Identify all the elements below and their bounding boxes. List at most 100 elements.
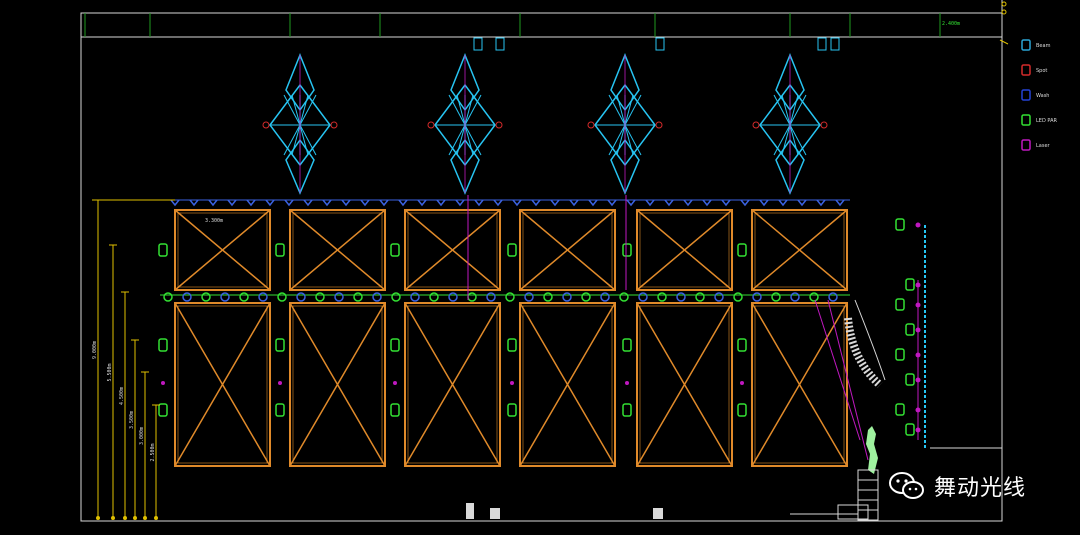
truss-bay — [289, 209, 386, 291]
wash-fixture — [683, 199, 693, 207]
par-fixture — [158, 243, 168, 257]
mid-fixture — [410, 292, 420, 302]
wash-fixture — [246, 199, 256, 207]
wash-light-icon — [1021, 89, 1031, 101]
legend-item: Beam — [1021, 39, 1051, 51]
mid-fixture — [790, 292, 800, 302]
truss-grid: 3.300m — [174, 209, 848, 467]
legend-label: LED PAR — [1036, 118, 1058, 124]
par-fixture — [895, 348, 905, 361]
watermark-text: 舞动光线 — [934, 476, 1027, 501]
wash-fixture — [740, 199, 750, 207]
wash-fixture — [607, 199, 617, 207]
wash-fixture — [531, 199, 541, 207]
wash-fixture — [436, 199, 446, 207]
side-column-fixtures — [158, 243, 747, 417]
legend-label: Laser — [1036, 143, 1051, 149]
wash-fixture — [417, 199, 427, 207]
truss-bay — [289, 302, 386, 467]
top-level-label: 2.400m — [942, 21, 960, 27]
par-fixture — [507, 403, 517, 417]
mid-pipe-fixtures — [163, 292, 838, 302]
laser-fixture — [740, 381, 744, 385]
floor-fixtures — [466, 503, 869, 520]
mid-fixture — [467, 292, 477, 302]
moving-head-fixture — [830, 37, 840, 51]
laser-fixture — [915, 222, 921, 228]
mid-fixture — [220, 292, 230, 302]
dim-label: 9.000m — [92, 341, 98, 359]
laser-fixture — [278, 381, 282, 385]
mid-fixture — [581, 292, 591, 302]
legend-item: Laser — [1021, 139, 1051, 151]
par-fixture — [895, 298, 905, 311]
par-fixture — [390, 403, 400, 417]
mid-fixture — [277, 292, 287, 302]
wash-fixture — [284, 199, 294, 207]
truss-bay — [174, 302, 271, 467]
mid-fixture — [619, 292, 629, 302]
stage-stairs — [790, 469, 879, 521]
par-fixture — [905, 373, 915, 386]
mid-fixture — [258, 292, 268, 302]
par-fixture — [275, 403, 285, 417]
mid-fixture — [486, 292, 496, 302]
dim-label: 5.500m — [107, 363, 113, 381]
wash-fixture — [759, 199, 769, 207]
diamond-truss-group — [262, 52, 828, 195]
par-fixture — [622, 338, 632, 352]
legend-item: Wash — [1021, 89, 1049, 101]
legend-item: LED PAR — [1021, 114, 1058, 126]
mid-fixture — [676, 292, 686, 302]
mid-fixture — [372, 292, 382, 302]
wash-fixture — [208, 199, 218, 207]
wash-fixture — [227, 199, 237, 207]
top-fixture-row — [473, 37, 840, 51]
dim-label: 3.000m — [139, 427, 145, 445]
wash-fixture — [474, 199, 484, 207]
mid-fixture — [752, 292, 762, 302]
wechat-icon — [889, 472, 924, 499]
mid-fixture — [429, 292, 439, 302]
diamond-truss — [587, 52, 663, 195]
par-fixture — [275, 243, 285, 257]
laser-icon — [1021, 139, 1031, 151]
laser-fixture — [915, 302, 921, 308]
mid-fixture — [315, 292, 325, 302]
truss-bay — [404, 209, 501, 291]
wash-fixture — [816, 199, 826, 207]
par-fixture — [905, 278, 915, 291]
dim-label: 4.500m — [119, 387, 125, 405]
laser-fixture — [915, 377, 921, 383]
laser-lines — [467, 195, 869, 461]
wash-fixture — [645, 199, 655, 207]
legend-item: Spot — [1021, 64, 1047, 76]
mid-fixture — [448, 292, 458, 302]
mid-fixture — [828, 292, 838, 302]
mid-fixture — [657, 292, 667, 302]
wash-fixture — [569, 199, 579, 207]
legend-label: Wash — [1036, 93, 1049, 99]
wash-fixture — [379, 199, 389, 207]
par-can-icon — [1021, 114, 1031, 126]
follow-spot-icon — [1021, 64, 1031, 76]
legend-label: Spot — [1036, 68, 1047, 74]
par-fixture — [507, 338, 517, 352]
wash-fixture — [189, 199, 199, 207]
wash-fixture — [170, 199, 180, 207]
par-fixture — [158, 403, 168, 417]
mid-fixture — [296, 292, 306, 302]
mid-fixture — [353, 292, 363, 302]
mid-fixture — [182, 292, 192, 302]
mid-fixture — [201, 292, 211, 302]
performer-figure — [866, 426, 878, 474]
wash-fixture — [721, 199, 731, 207]
moving-head-fixture — [655, 37, 665, 51]
laser-fixture — [625, 381, 629, 385]
mid-fixture — [239, 292, 249, 302]
dim-label: 2.500m — [150, 443, 156, 461]
laser-fixture — [915, 352, 921, 358]
wash-fixture — [493, 199, 503, 207]
top-header-grid — [84, 13, 941, 37]
